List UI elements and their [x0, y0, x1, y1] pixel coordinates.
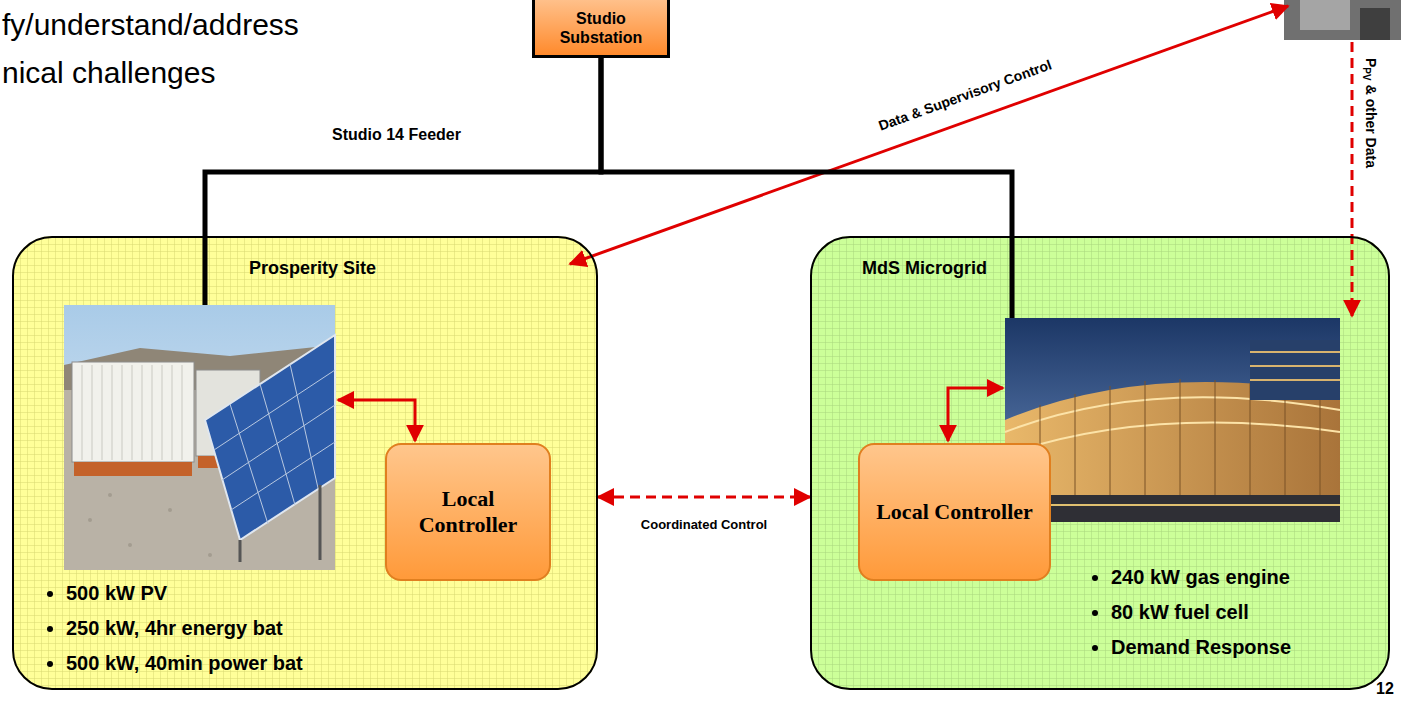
- label-group: 12: [1376, 680, 1394, 698]
- substation-label: Studio Substation: [543, 9, 659, 47]
- feeder-line: [601, 58, 1012, 236]
- presenter-photo: [1284, 0, 1401, 40]
- asset-list: 500 kW PV 250 kW, 4hr energy bat 500 kW, 4…: [42, 576, 303, 681]
- asset-item: 500 kW PV: [66, 576, 303, 611]
- substation-box: Studio Substation: [532, 0, 670, 58]
- label-group: Studio 14 Feeder: [332, 126, 461, 144]
- slide-text: nical challenges: [2, 56, 215, 89]
- edge-label: Coordinated Control: [641, 517, 767, 532]
- page-number: 12: [1376, 680, 1394, 697]
- building-photo: [1005, 318, 1340, 522]
- supervisory-link: [570, 6, 1288, 264]
- controller-label: Local Controller: [395, 486, 541, 538]
- control-link: [948, 388, 1003, 441]
- label-group: PPV & other Data: [1361, 58, 1379, 168]
- asset-item: Demand Response: [1111, 630, 1291, 665]
- data-link: [1351, 42, 1354, 316]
- label-group: fy/understand/address: [2, 8, 299, 42]
- control-link: [338, 400, 415, 441]
- asset-text: 240 kW gas engine: [1111, 566, 1290, 588]
- box-label: Local Controller: [395, 486, 541, 538]
- site-title: MdS Microgrid: [862, 258, 987, 279]
- feeder-line: [205, 58, 601, 236]
- asset-item: 240 kW gas engine: [1111, 560, 1291, 595]
- annotation-text: P: [1363, 58, 1379, 67]
- box-label: Local Controller: [868, 499, 1041, 525]
- asset-text: 80 kW fuel cell: [1111, 601, 1249, 623]
- asset-list: 240 kW gas engine 80 kW fuel cellDemand R…: [1087, 560, 1291, 665]
- site-title-text: MdS Microgrid: [862, 258, 987, 278]
- asset-text: 250 kW, 4hr energy bat: [66, 617, 283, 639]
- edge-label-box: Coordinated Control: [641, 517, 767, 532]
- site-title-text: Prosperity Site: [249, 258, 376, 278]
- site-fill: [12, 236, 598, 690]
- coordination-link: [598, 496, 810, 499]
- asset-text: 500 kW PV: [66, 582, 167, 604]
- site-region: Prosperity Site 500 kW PV 250 kW, 4hr ener…: [12, 236, 598, 690]
- asset-item: 80 kW fuel cell: [1111, 595, 1291, 630]
- asset-item: 500 kW, 40min power bat: [66, 646, 303, 681]
- asset-text: 500 kW, 40min power bat: [66, 652, 303, 674]
- controller-box: Local Controller: [385, 443, 551, 581]
- box-label: Studio Substation: [543, 9, 659, 47]
- site-region: MdS Microgrid 240 kW gas engine 80 kW fuel…: [810, 236, 1390, 690]
- label-group: nical challenges: [2, 56, 215, 90]
- site-title: Prosperity Site: [249, 258, 376, 279]
- annotation-text: PV: [1361, 67, 1372, 80]
- controller-box: Local Controller: [858, 443, 1051, 581]
- feeder-wire: [203, 236, 208, 305]
- annotation-text: & other Data: [1363, 85, 1379, 168]
- slide-text: fy/understand/address: [2, 8, 299, 41]
- feeder-wire: [1010, 236, 1015, 318]
- controller-label: Local Controller: [868, 499, 1041, 525]
- microgrid-fill: [810, 236, 1390, 690]
- asset-item: 250 kW, 4hr energy bat: [66, 611, 303, 646]
- annotation-text: Studio 14 Feeder: [332, 126, 461, 143]
- pv-photo: [64, 305, 335, 570]
- asset-text: Demand Response: [1111, 636, 1291, 658]
